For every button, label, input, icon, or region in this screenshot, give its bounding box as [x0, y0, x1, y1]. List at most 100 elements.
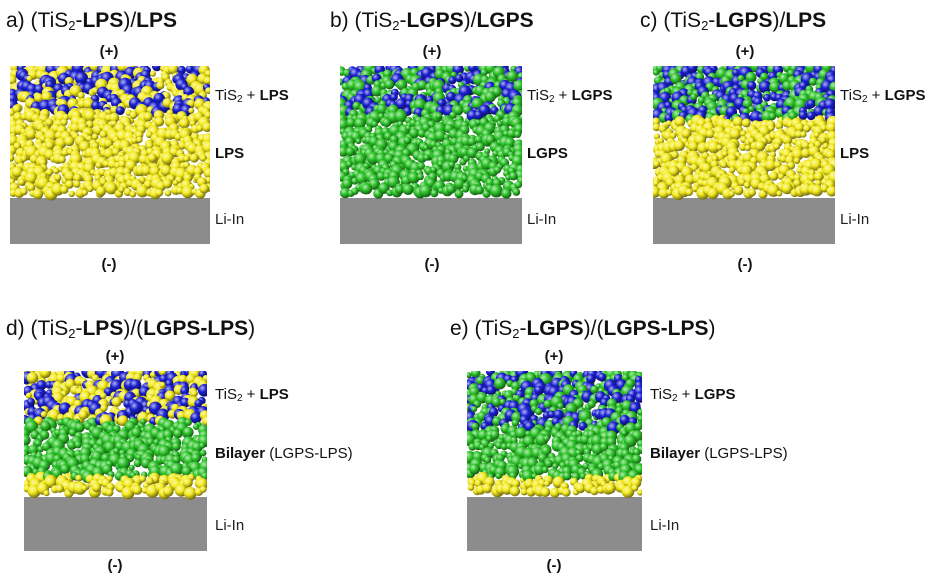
lps-particle	[188, 107, 195, 114]
li-in-anode-layer	[653, 198, 835, 244]
lps-particle	[657, 137, 664, 144]
lgps-particle	[489, 184, 503, 198]
lps-particle	[55, 484, 64, 493]
lps-particle	[25, 392, 32, 399]
tis2-particle	[813, 105, 825, 118]
lgps-particle	[454, 189, 464, 199]
tis2-particle	[194, 399, 203, 408]
lps-particle	[199, 183, 210, 194]
lps-particle	[729, 166, 736, 173]
tis2-particle	[27, 397, 35, 406]
lgps-particle	[450, 71, 457, 78]
lps-particle	[40, 411, 48, 418]
lgps-particle	[340, 187, 351, 199]
lgps-particle	[506, 70, 519, 82]
lps-particle	[118, 186, 125, 193]
lgps-particle	[787, 69, 795, 77]
lgps-particle	[500, 443, 508, 451]
lgps-particle	[434, 129, 447, 142]
tis2-particle	[129, 379, 142, 391]
lps-particle	[720, 161, 728, 169]
lps-particle	[162, 485, 174, 497]
lgps-particle	[394, 184, 405, 195]
lps-particle	[60, 118, 68, 126]
lgps-particle	[57, 418, 65, 426]
lps-particle	[178, 374, 188, 384]
lgps-particle	[466, 147, 478, 159]
lps-particle	[653, 123, 661, 132]
lps-particle	[190, 389, 198, 398]
positive-terminal-label: (+)	[544, 348, 564, 365]
lgps-particle	[480, 68, 488, 76]
lgps-particle	[342, 178, 353, 189]
lps-particle	[467, 484, 475, 491]
lps-particle	[68, 190, 75, 197]
panel-title: d) (TiS2-LPS)/(LGPS-LPS)	[6, 317, 256, 341]
lps-particle	[820, 124, 828, 132]
lps-particle	[100, 392, 107, 400]
negative-terminal-label: (-)	[107, 557, 123, 574]
lgps-particle	[199, 442, 206, 449]
lgps-particle	[352, 101, 361, 110]
battery-cell-simulation	[24, 371, 207, 551]
lgps-particle	[590, 385, 599, 394]
lps-particle	[728, 190, 735, 198]
lgps-particle	[409, 128, 420, 139]
lgps-particle	[494, 377, 506, 390]
lps-particle	[129, 190, 137, 198]
lps-particle	[178, 141, 187, 150]
lgps-particle	[417, 162, 426, 170]
lps-particle	[803, 124, 811, 133]
lps-particle	[75, 474, 83, 482]
lps-particle	[179, 117, 190, 129]
lps-particle	[813, 131, 820, 139]
lgps-particle	[171, 442, 181, 452]
lgps-particle	[361, 183, 373, 195]
lps-particle	[739, 143, 747, 151]
lgps-particle	[621, 373, 630, 382]
anode-layer-label: Li-In	[527, 211, 557, 228]
cathode-layer-label: TiS2 + LPS	[215, 87, 289, 105]
lps-particle	[159, 381, 166, 388]
lgps-particle	[68, 428, 77, 437]
lps-particle	[819, 136, 827, 144]
lgps-particle	[485, 178, 495, 187]
tis2-particle	[619, 414, 630, 426]
lps-particle	[673, 140, 685, 152]
lps-particle	[543, 480, 551, 487]
lgps-particle	[117, 456, 131, 470]
lgps-particle	[24, 434, 31, 446]
tis2-particle	[664, 113, 674, 123]
lgps-particle	[690, 93, 698, 101]
negative-terminal-label: (-)	[546, 557, 562, 574]
lps-particle	[794, 122, 805, 133]
lps-particle	[800, 131, 807, 138]
lps-particle	[131, 137, 138, 144]
lgps-particle	[467, 137, 477, 147]
tis2-particle	[36, 380, 47, 391]
tis2-particle	[115, 106, 125, 116]
lgps-particle	[575, 430, 583, 438]
negative-terminal-label: (-)	[101, 256, 117, 273]
lps-particle	[800, 148, 811, 159]
tis2-particle	[390, 93, 398, 102]
lgps-particle	[515, 427, 527, 439]
lgps-particle	[407, 171, 420, 184]
lps-particle	[73, 481, 87, 495]
lps-particle	[140, 165, 152, 176]
lgps-particle	[394, 110, 408, 123]
lgps-particle	[467, 372, 472, 379]
lgps-particle	[39, 430, 50, 440]
lps-particle	[205, 87, 210, 94]
lps-particle	[196, 124, 204, 132]
tis2-particle	[547, 410, 556, 419]
li-in-anode-layer	[24, 497, 207, 551]
lps-particle	[143, 112, 153, 122]
lgps-particle	[430, 189, 439, 198]
lgps-particle	[541, 466, 549, 474]
lgps-particle	[808, 77, 818, 86]
particle-packing	[653, 66, 835, 201]
cathode-layer-label: TiS2 + LGPS	[840, 87, 926, 105]
lps-particle	[99, 130, 108, 139]
lgps-particle	[484, 91, 496, 103]
